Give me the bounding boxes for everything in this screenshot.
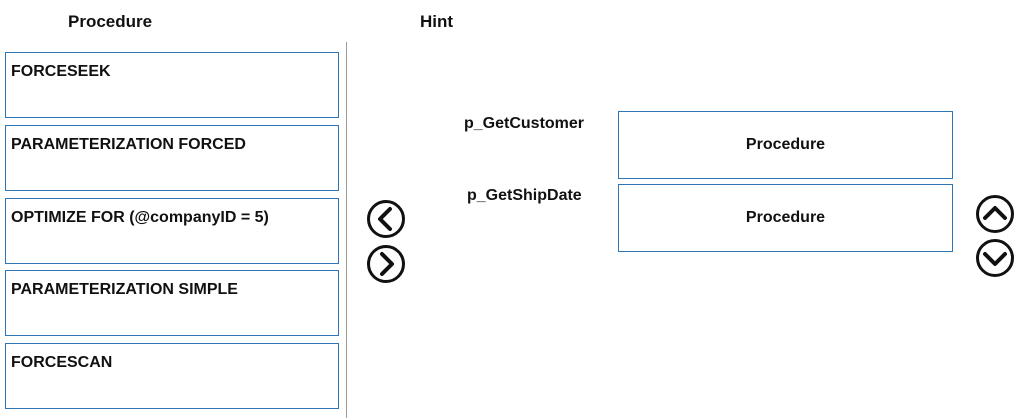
move-left-button[interactable] bbox=[366, 199, 406, 239]
option-forcescan[interactable]: FORCESCAN bbox=[5, 343, 339, 409]
target-slot-p-getshipdate[interactable]: Procedure bbox=[618, 184, 953, 252]
target-label-p-getcustomer: p_GetCustomer bbox=[464, 115, 585, 132]
move-up-button[interactable] bbox=[975, 194, 1015, 234]
option-forceseek[interactable]: FORCESEEK bbox=[5, 52, 339, 118]
move-right-button[interactable] bbox=[366, 244, 406, 284]
arrow-down-circle-icon bbox=[976, 239, 1014, 277]
panel-divider bbox=[346, 42, 347, 418]
option-parameterization-simple[interactable]: PARAMETERIZATION SIMPLE bbox=[5, 270, 339, 336]
arrow-left-circle-icon bbox=[367, 200, 405, 238]
hint-heading: Hint bbox=[420, 12, 454, 31]
arrow-up-circle-icon bbox=[976, 195, 1014, 233]
move-down-button[interactable] bbox=[975, 238, 1015, 278]
target-label-p-getshipdate: p_GetShipDate bbox=[467, 187, 582, 204]
option-parameterization-forced[interactable]: PARAMETERIZATION FORCED bbox=[5, 125, 339, 191]
arrow-right-circle-icon bbox=[367, 245, 405, 283]
target-slot-p-getcustomer[interactable]: Procedure bbox=[618, 111, 953, 179]
option-optimize-for[interactable]: OPTIMIZE FOR (@companyID = 5) bbox=[5, 198, 339, 264]
procedure-heading: Procedure bbox=[68, 12, 153, 31]
